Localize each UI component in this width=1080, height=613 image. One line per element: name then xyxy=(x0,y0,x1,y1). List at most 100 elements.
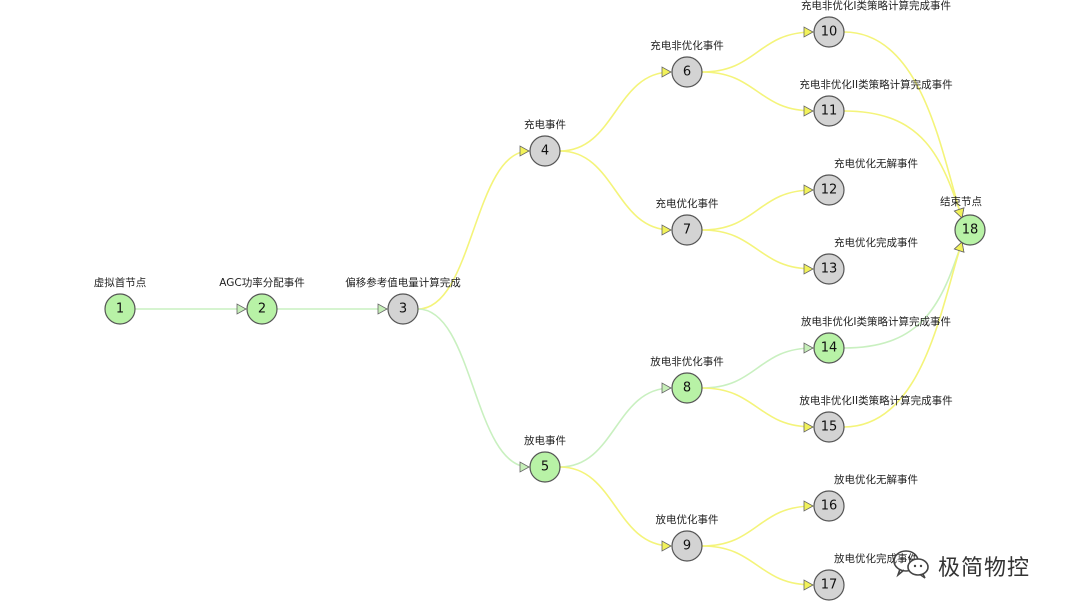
edge-11-18 xyxy=(843,110,963,219)
edge-4-7 xyxy=(559,150,672,231)
node-circle[interactable] xyxy=(813,95,845,127)
edge-3-5 xyxy=(417,308,530,468)
node-18[interactable]: 18 结束节点 xyxy=(940,195,986,246)
arrowhead-6-10 xyxy=(803,26,814,38)
node-circle[interactable] xyxy=(387,293,419,325)
node-circle[interactable] xyxy=(954,214,986,246)
edge-9-16 xyxy=(701,505,814,547)
edge-8-14 xyxy=(701,347,814,389)
node-label: 放电非优化II类策略计算完成事件 xyxy=(799,394,952,407)
node-number: 7 xyxy=(683,223,691,238)
node-14[interactable]: 14 放电非优化I类策略计算完成事件 xyxy=(801,315,951,364)
arrowhead-4-6 xyxy=(661,66,672,78)
node-number: 14 xyxy=(821,341,838,356)
node-label: 偏移参考值电量计算完成 xyxy=(345,276,461,289)
arrowhead-15-18 xyxy=(953,241,965,253)
node-label: 结束节点 xyxy=(940,195,982,208)
node-circle[interactable] xyxy=(529,451,561,483)
node-circle[interactable] xyxy=(671,530,703,562)
node-number: 5 xyxy=(541,460,549,475)
edge-5-8 xyxy=(559,387,672,468)
arrowhead-8-15 xyxy=(803,421,814,433)
node-circle[interactable] xyxy=(529,135,561,167)
node-label: 虚拟首节点 xyxy=(94,276,147,289)
node-label: 充电优化完成事件 xyxy=(834,236,918,249)
arrowhead-2-3 xyxy=(377,303,388,315)
node-label: 充电非优化II类策略计算完成事件 xyxy=(799,78,952,91)
node-5[interactable]: 5 放电事件 xyxy=(524,434,566,483)
node-number: 6 xyxy=(683,65,691,80)
edge-4-6 xyxy=(559,71,672,152)
node-circle[interactable] xyxy=(813,490,845,522)
node-circle[interactable] xyxy=(813,174,845,206)
edge-14-18 xyxy=(843,241,963,349)
node-circle[interactable] xyxy=(813,411,845,443)
node-6[interactable]: 6 充电非优化事件 xyxy=(650,39,724,88)
node-label: 放电优化无解事件 xyxy=(834,473,918,486)
node-label: 放电事件 xyxy=(524,434,566,447)
node-15[interactable]: 15 放电非优化II类策略计算完成事件 xyxy=(799,394,953,443)
node-number: 4 xyxy=(541,144,549,159)
arrowhead-5-9 xyxy=(661,540,672,552)
edge-10-18 xyxy=(843,31,963,219)
arrowhead-8-14 xyxy=(803,342,814,354)
node-label: 充电优化事件 xyxy=(656,197,719,210)
arrowhead-7-13 xyxy=(803,263,814,275)
node-16[interactable]: 16 放电优化无解事件 xyxy=(813,473,918,522)
node-label: 放电非优化事件 xyxy=(650,355,724,368)
node-circle[interactable] xyxy=(671,214,703,246)
node-circle[interactable] xyxy=(813,332,845,364)
edge-6-11 xyxy=(701,71,814,112)
node-circle[interactable] xyxy=(671,372,703,404)
node-label: 放电非优化I类策略计算完成事件 xyxy=(801,315,951,328)
node-label: 充电非优化事件 xyxy=(650,39,724,52)
node-7[interactable]: 7 充电优化事件 xyxy=(656,197,719,246)
node-circle[interactable] xyxy=(671,56,703,88)
node-circle[interactable] xyxy=(246,293,278,325)
node-number: 15 xyxy=(821,420,838,435)
edge-15-18 xyxy=(843,241,963,428)
node-circle[interactable] xyxy=(813,16,845,48)
arrowhead-9-17 xyxy=(803,579,814,591)
node-number: 17 xyxy=(821,578,838,593)
node-circle[interactable] xyxy=(813,569,845,601)
node-circle[interactable] xyxy=(813,253,845,285)
node-13[interactable]: 13 充电优化完成事件 xyxy=(813,236,918,285)
watermark-text: 极简物控 xyxy=(938,556,1031,581)
node-number: 13 xyxy=(821,262,838,277)
arrowhead-3-5 xyxy=(519,461,530,473)
arrowhead-1-2 xyxy=(236,303,247,315)
node-number: 12 xyxy=(821,183,838,198)
node-3[interactable]: 3 偏移参考值电量计算完成 xyxy=(345,276,461,325)
node-number: 18 xyxy=(962,223,979,238)
wechat-icon xyxy=(892,549,930,583)
watermark: 极简物控 xyxy=(892,548,1030,584)
node-label: 充电非优化I类策略计算完成事件 xyxy=(801,0,951,12)
edge-7-13 xyxy=(701,229,814,270)
node-number: 3 xyxy=(399,302,407,317)
arrowhead-7-12 xyxy=(803,184,814,196)
node-label: AGC功率分配事件 xyxy=(219,276,304,289)
edge-8-15 xyxy=(701,387,814,428)
edge-5-9 xyxy=(559,466,672,547)
node-circle[interactable] xyxy=(104,293,136,325)
node-number: 16 xyxy=(821,499,838,514)
edge-3-4 xyxy=(417,150,530,310)
node-label: 充电事件 xyxy=(524,118,566,131)
arrowhead-4-7 xyxy=(661,224,672,236)
arrowhead-5-8 xyxy=(661,382,672,394)
edge-7-12 xyxy=(701,189,814,231)
node-2[interactable]: 2 AGC功率分配事件 xyxy=(219,276,305,325)
arrowhead-11-18 xyxy=(953,207,965,219)
node-number: 2 xyxy=(258,302,266,317)
arrows-layer xyxy=(236,26,965,591)
node-4[interactable]: 4 充电事件 xyxy=(524,118,566,167)
